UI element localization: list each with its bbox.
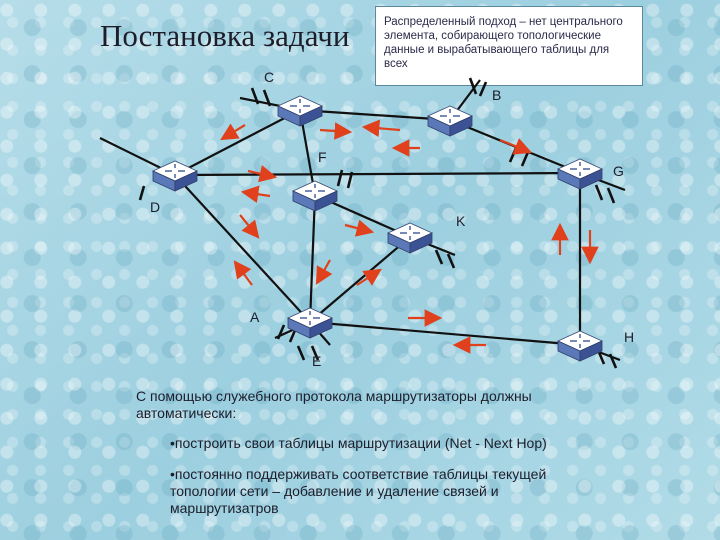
router-icon — [152, 160, 198, 192]
router-label-h: H — [624, 329, 634, 345]
arrow-icon — [319, 122, 353, 140]
update-arrows — [220, 119, 599, 354]
link-d-g — [174, 171, 581, 177]
router-label-g: G — [613, 163, 624, 179]
router-label-b: B — [492, 87, 501, 103]
arrow-icon — [233, 260, 253, 286]
router-labels: A B C D E F G H K — [150, 69, 634, 369]
note-box: Распределенный подход – нет центрального… — [375, 6, 643, 86]
router-label-e: E — [312, 353, 321, 369]
link-k-a — [309, 236, 411, 323]
bullet-item: •построить свои таблицы маршрутизации (N… — [170, 435, 547, 451]
router-label-k: K — [456, 213, 466, 229]
arrow-icon — [361, 119, 401, 138]
routers — [152, 95, 603, 362]
bullet-dot: • — [170, 466, 175, 482]
router-label-c: C — [264, 69, 274, 85]
link-d-c — [174, 109, 301, 176]
link-a-h — [309, 320, 581, 347]
link-c-b — [299, 108, 451, 122]
router-icon — [427, 105, 473, 137]
router-label-d: D — [150, 199, 160, 215]
arrow-icon — [239, 214, 260, 239]
router-icon — [292, 180, 338, 212]
router-icon — [557, 158, 603, 190]
router-icon — [387, 222, 433, 254]
arrow-icon — [240, 185, 271, 203]
router-label-f: F — [318, 149, 327, 165]
link-f-a — [308, 194, 317, 323]
bullet-item: •постоянно поддерживать соответствие таб… — [170, 466, 547, 516]
port-ticks — [138, 77, 618, 369]
intro-text: С помощью служебного протокола маршрутиз… — [136, 388, 532, 421]
arrow-icon — [220, 123, 246, 141]
arrow-icon — [499, 138, 533, 155]
arrow-icon — [344, 219, 375, 237]
bullet-dot: • — [170, 435, 175, 451]
router-icon — [277, 95, 323, 127]
router-label-a: A — [250, 309, 260, 325]
link-d-a — [174, 174, 311, 323]
arrow-icon — [247, 165, 278, 183]
links — [99, 79, 626, 362]
network-diagram: A B C D E F G H K — [99, 69, 634, 369]
page-title: Постановка задачи — [100, 18, 350, 53]
arrow-icon — [356, 268, 382, 286]
arrow-icon — [315, 259, 333, 285]
router-icon — [557, 330, 603, 362]
